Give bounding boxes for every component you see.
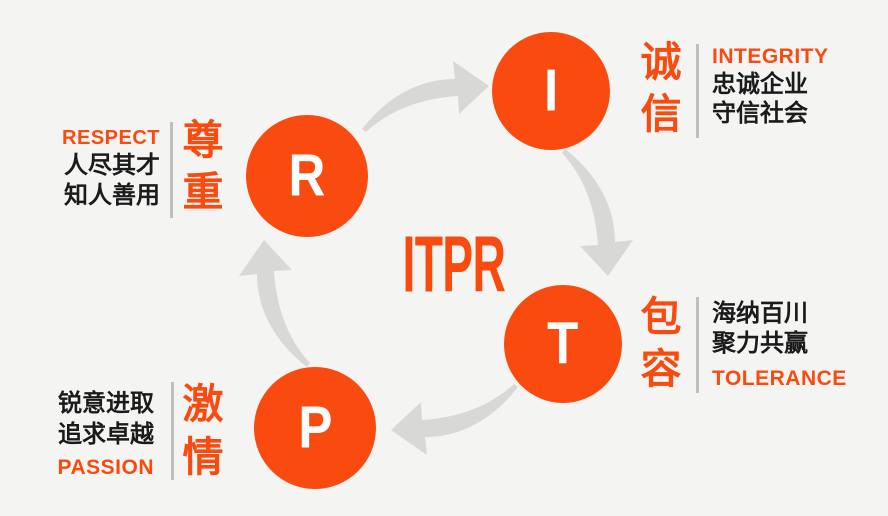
tolerance-divider bbox=[696, 297, 699, 393]
vertical-char: 信 bbox=[640, 91, 682, 137]
integrity-line-1: 忠诚企业 bbox=[712, 71, 808, 98]
vertical-char: 情 bbox=[182, 434, 224, 480]
passion-line-2: 追求卓越 bbox=[58, 421, 154, 448]
vertical-char: 激 bbox=[182, 381, 224, 427]
vertical-char: 容 bbox=[640, 346, 682, 392]
flow-arrow-p-to-r-icon bbox=[231, 238, 311, 370]
vertical-char: 诚 bbox=[640, 39, 682, 85]
center-title: ITPR bbox=[402, 219, 506, 309]
flow-arrow-t-to-p-icon bbox=[389, 383, 521, 463]
passion-text-block: 锐意进取 追求卓越 PASSION bbox=[18, 388, 154, 481]
vertical-char: 尊 bbox=[182, 117, 224, 163]
vertical-char: 重 bbox=[182, 169, 224, 215]
node-letter-respect: R bbox=[288, 142, 326, 209]
integrity-line-2: 守信社会 bbox=[712, 100, 808, 127]
respect-divider bbox=[170, 122, 173, 218]
respect-vertical-label: 尊 重 bbox=[181, 114, 225, 218]
vertical-char: 包 bbox=[640, 294, 682, 340]
integrity-en-label: INTEGRITY bbox=[712, 45, 829, 68]
respect-text-block: RESPECT 人尽其才 知人善用 bbox=[18, 125, 160, 211]
tolerance-vertical-label: 包 容 bbox=[639, 291, 683, 395]
node-circle-tolerance: T bbox=[504, 285, 622, 403]
node-letter-integrity: I bbox=[543, 57, 559, 124]
node-circle-respect: R bbox=[246, 115, 368, 237]
flow-arrow-r-to-i-icon bbox=[359, 53, 491, 133]
passion-line-1: 锐意进取 bbox=[58, 390, 154, 417]
respect-en-label: RESPECT bbox=[62, 127, 160, 149]
passion-en-label: PASSION bbox=[57, 456, 154, 479]
node-letter-passion: P bbox=[297, 394, 333, 461]
tolerance-line-1: 海纳百川 bbox=[712, 300, 808, 327]
integrity-vertical-label: 诚 信 bbox=[639, 36, 683, 140]
respect-line-1: 人尽其才 bbox=[64, 152, 160, 179]
flow-arrow-i-to-t-icon bbox=[561, 146, 641, 278]
node-circle-integrity: I bbox=[492, 32, 610, 150]
node-letter-tolerance: T bbox=[547, 310, 579, 377]
tolerance-en-label: TOLERANCE bbox=[712, 367, 847, 390]
tolerance-text-block: 海纳百川 聚力共赢 TOLERANCE bbox=[712, 299, 847, 392]
tolerance-line-2: 聚力共赢 bbox=[712, 330, 808, 357]
passion-divider bbox=[171, 382, 174, 480]
integrity-divider bbox=[696, 44, 699, 138]
node-circle-passion: P bbox=[254, 367, 376, 489]
passion-vertical-label: 激 情 bbox=[181, 378, 225, 484]
integrity-text-block: INTEGRITY 忠诚企业 守信社会 bbox=[712, 44, 829, 128]
respect-line-2: 知人善用 bbox=[64, 182, 160, 209]
